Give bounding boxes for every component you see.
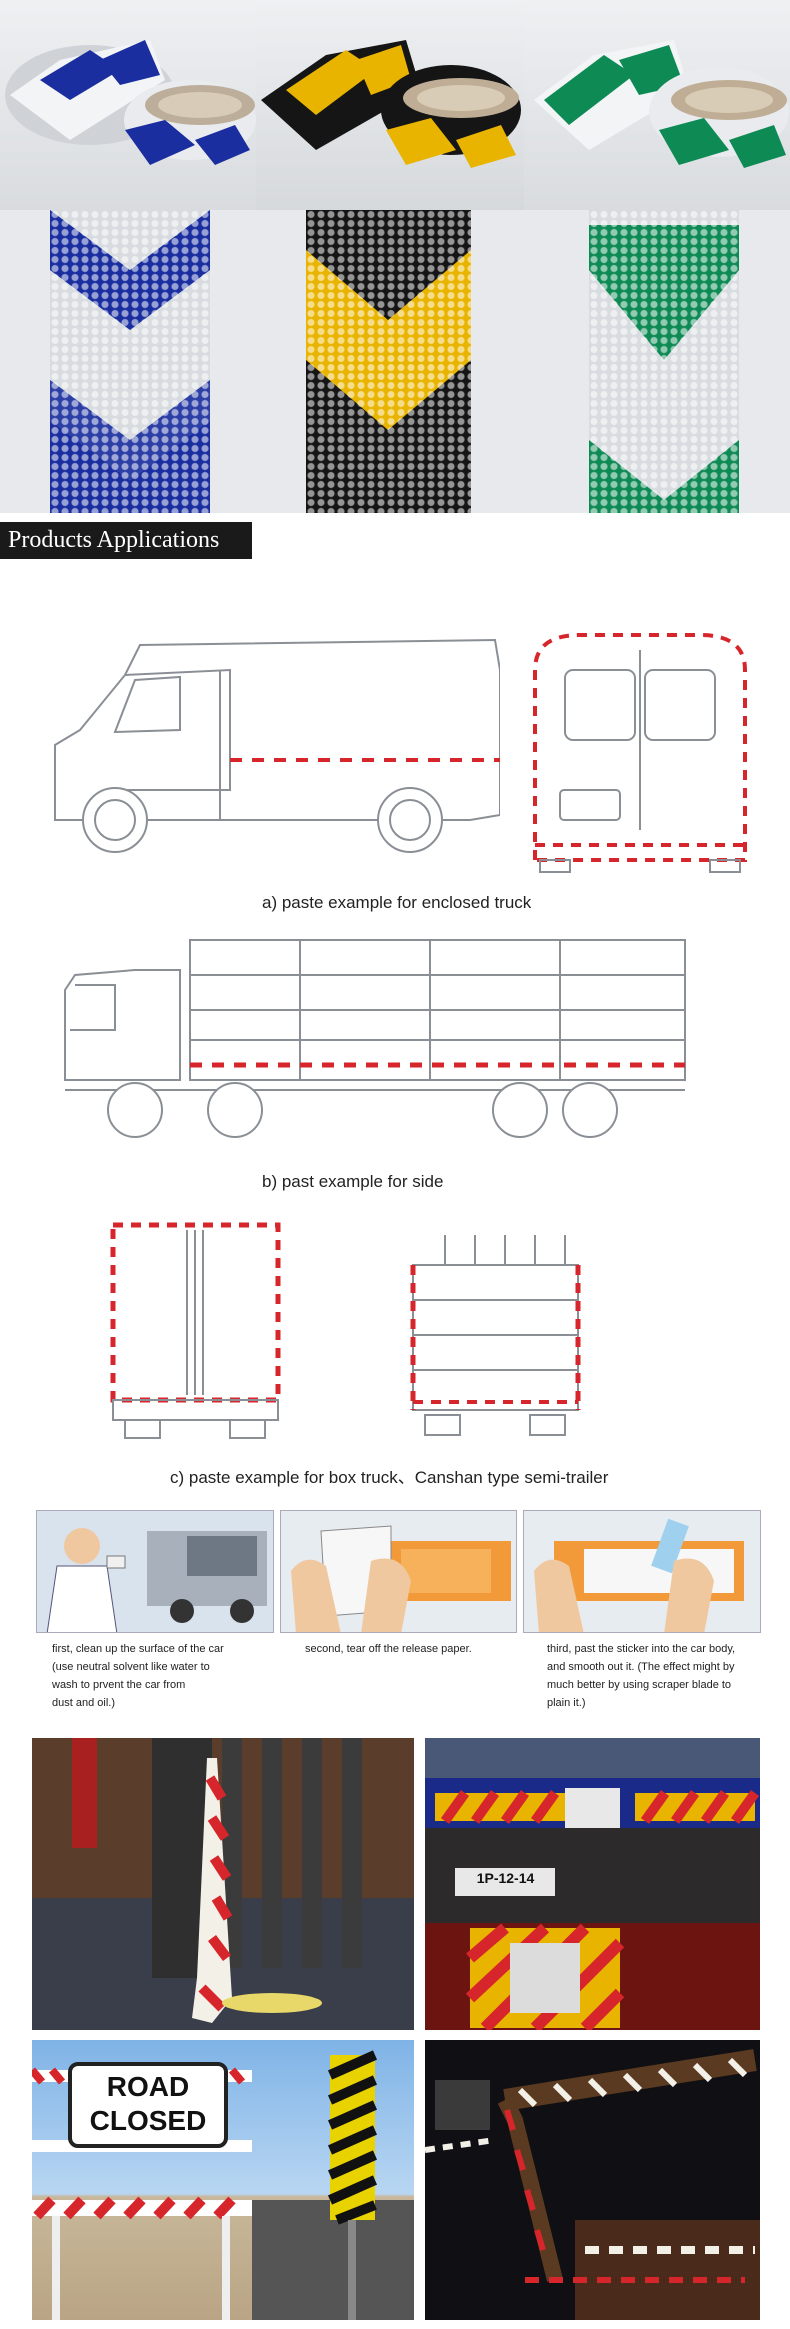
step-apply-illustration <box>523 1510 761 1633</box>
photo-night-lift <box>425 2040 760 2320</box>
van-rear-diagram <box>520 630 760 875</box>
step-peel-illustration <box>280 1510 517 1633</box>
step-2-text: second, tear off the release paper. <box>305 1643 472 1655</box>
step-1-text: first, clean up the surface of the car (… <box>52 1643 224 1709</box>
photo-column-wrap <box>32 1738 414 2030</box>
photo-road-closed: ROAD CLOSED <box>32 2040 414 2320</box>
van-side-diagram <box>40 630 501 870</box>
section-title: Products Applications <box>0 522 252 559</box>
tape-closeup-yellow <box>256 210 524 513</box>
tape-closeup-green <box>524 210 790 513</box>
tape-roll-photo-yellow <box>256 0 524 210</box>
photo-truck-rear: 1P-12-14 <box>425 1738 760 2030</box>
semi-trailer-rear-diagram <box>405 1230 585 1445</box>
caption-box-truck: c) paste example for box truck、Canshan t… <box>170 1468 609 1487</box>
truck-side-diagram <box>60 930 690 1140</box>
step-clean-illustration <box>36 1510 274 1633</box>
tape-roll-photo-blue <box>0 0 256 210</box>
caption-enclosed-truck: a) paste example for enclosed truck <box>262 893 532 912</box>
sign-line-1: ROAD <box>106 2071 190 2102</box>
caption-side: b) past example for side <box>262 1172 444 1191</box>
road-closed-sign: ROAD CLOSED <box>68 2062 228 2148</box>
license-plate: 1P-12-14 <box>476 1870 535 1886</box>
step-3-text: third, past the sticker into the car bod… <box>547 1643 736 1709</box>
tape-closeup-blue <box>0 210 256 513</box>
tape-roll-photo-green <box>524 0 790 210</box>
box-truck-rear-diagram <box>105 1220 285 1445</box>
sign-line-2: CLOSED <box>89 2105 207 2136</box>
